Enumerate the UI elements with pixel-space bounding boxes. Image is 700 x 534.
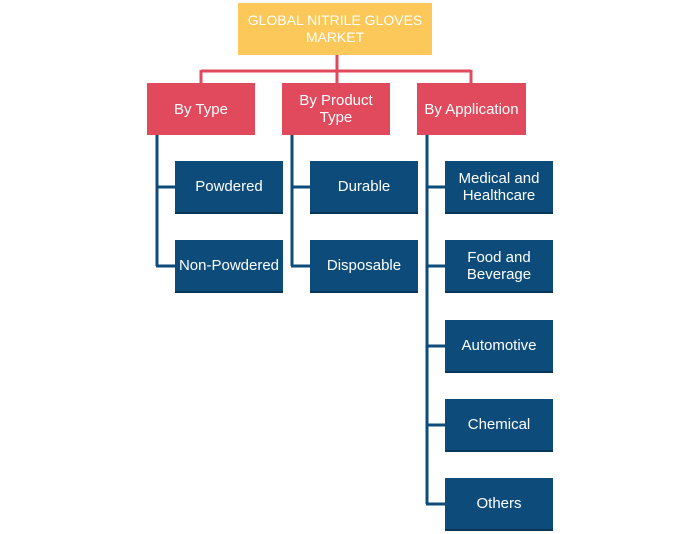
- leaf-medical-and-healthcare: Medical and Healthcare: [445, 161, 553, 214]
- leaf-label: Non-Powdered: [178, 257, 280, 274]
- leaf-label: Chemical: [467, 416, 531, 433]
- root-label: GLOBAL NITRILE GLOVES MARKET: [247, 12, 423, 45]
- leaf-powdered: Powdered: [175, 161, 283, 214]
- leaf-label: Medical and Healthcare: [458, 169, 540, 204]
- leaf-label: Durable: [337, 178, 391, 195]
- leaf-label: Disposable: [326, 257, 402, 274]
- leaf-label: Automotive: [461, 337, 537, 354]
- leaf-durable: Durable: [310, 161, 418, 214]
- category-label: By Product Type: [299, 92, 373, 126]
- root-node: GLOBAL NITRILE GLOVES MARKET: [238, 3, 432, 55]
- leaf-food-and-beverage: Food and Beverage: [445, 240, 553, 293]
- category-by-product-type: By Product Type: [282, 83, 390, 135]
- leaf-non-powdered: Non-Powdered: [175, 240, 283, 293]
- category-label: By Type: [174, 100, 228, 118]
- category-by-application: By Application: [417, 83, 526, 135]
- leaf-others: Others: [445, 478, 553, 531]
- leaf-label: Others: [476, 495, 522, 512]
- leaf-chemical: Chemical: [445, 399, 553, 452]
- leaf-disposable: Disposable: [310, 240, 418, 293]
- leaf-automotive: Automotive: [445, 320, 553, 373]
- leaf-label: Food and Beverage: [466, 248, 532, 283]
- category-by-type: By Type: [147, 83, 255, 135]
- leaf-label: Powdered: [195, 178, 263, 195]
- category-label: By Application: [424, 100, 519, 118]
